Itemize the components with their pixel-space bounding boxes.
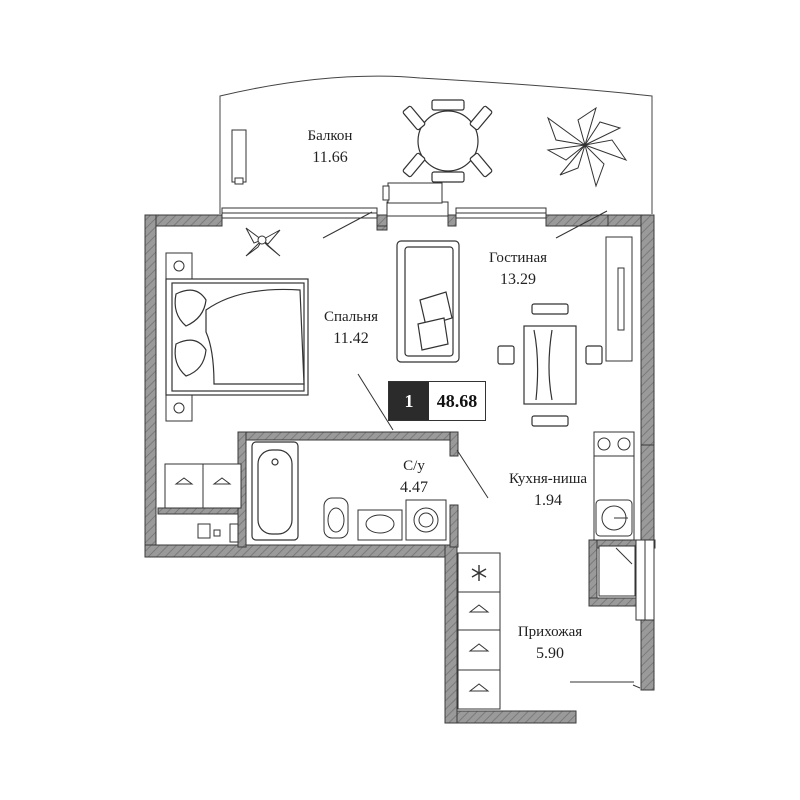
kitchen-sink-icon <box>595 499 633 537</box>
plant-icon <box>245 227 281 257</box>
room-area: 4.47 <box>400 479 428 496</box>
sofa-icon <box>396 240 460 363</box>
toilet-icon <box>323 497 349 539</box>
room-label-hallway: Прихожая 5.90 <box>510 622 590 664</box>
total-area: 48.68 <box>436 390 478 411</box>
room-label-bedroom: Спальня 11.42 <box>316 307 386 349</box>
nightstand-icon <box>165 252 193 422</box>
room-area: 11.42 <box>333 330 369 347</box>
room-name: Прихожая <box>517 624 583 640</box>
palm-plant-icon <box>546 106 628 188</box>
room-name: Спальня <box>323 309 379 325</box>
snowflake-icon <box>471 565 487 581</box>
washing-machine-icon <box>405 499 447 541</box>
room-name: Кухня-ниша <box>508 471 588 487</box>
dining-table-icon <box>497 303 603 427</box>
room-area: 5.90 <box>536 645 564 662</box>
room-name: Гостиная <box>488 250 548 266</box>
room-name: Балкон <box>307 128 353 144</box>
rooms-count: 1 <box>389 382 429 420</box>
room-label-balcony: Балкон 11.66 <box>300 126 360 168</box>
fridge-icon <box>598 545 636 597</box>
room-label-kitchen: Кухня-ниша 1.94 <box>500 469 596 511</box>
outdoor-unit-icon <box>231 129 247 185</box>
room-area: 13.29 <box>500 271 536 288</box>
door-lines <box>322 210 641 689</box>
bathtub-icon <box>251 441 299 541</box>
apartment-summary-badge: 1 48.68 <box>388 381 486 421</box>
walls <box>144 214 656 724</box>
tv-unit-icon <box>605 236 633 362</box>
sink-icon <box>357 509 403 541</box>
balcony-table-icon <box>402 99 493 183</box>
air-conditioner-icon <box>382 182 443 204</box>
room-name: С/у <box>403 458 425 474</box>
windows <box>221 201 655 621</box>
meter-box-icon <box>197 523 239 543</box>
wardrobe-icon <box>164 463 242 509</box>
balcony-outline <box>219 75 653 214</box>
room-area: 11.66 <box>312 149 348 166</box>
room-label-bathroom: С/у 4.47 <box>384 456 444 498</box>
stove-icon <box>593 431 635 457</box>
bed-icon <box>165 278 309 396</box>
room-area: 1.94 <box>534 492 562 509</box>
room-label-living: Гостиная 13.29 <box>478 248 558 290</box>
